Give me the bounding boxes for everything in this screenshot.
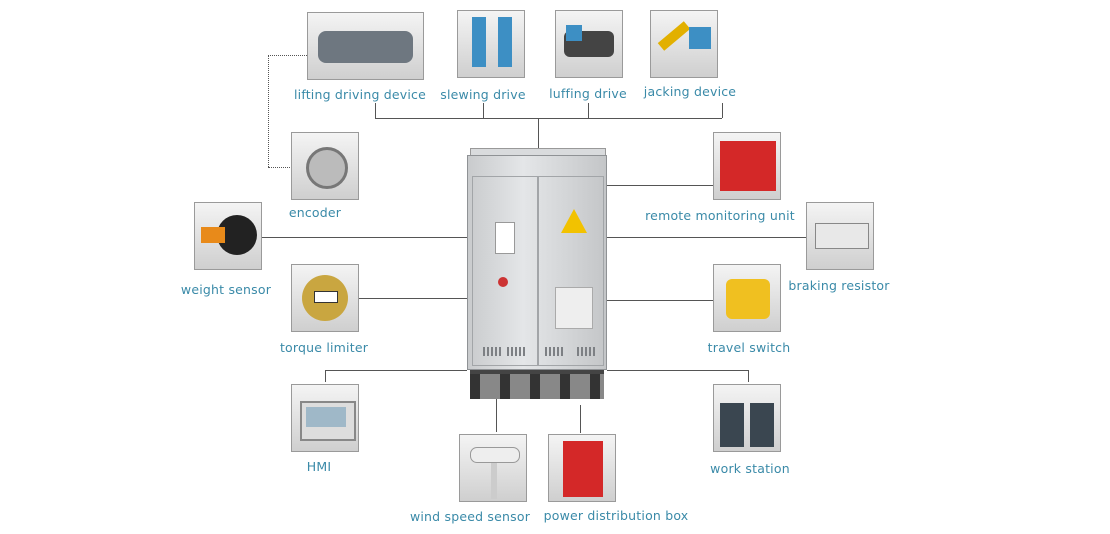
label-power-distribution-box: power distribution box — [543, 508, 689, 523]
vent-icon — [507, 347, 527, 356]
connector — [605, 185, 713, 186]
label-travel-switch: travel switch — [707, 340, 791, 355]
cabinet-base — [470, 370, 604, 399]
connector — [325, 370, 326, 382]
connector — [325, 370, 467, 371]
connector — [483, 103, 484, 118]
connector — [496, 398, 497, 432]
connector — [359, 298, 467, 299]
power-distribution-box-image — [548, 434, 616, 502]
cabinet-left-door — [472, 176, 538, 366]
high-voltage-warning-icon — [561, 209, 587, 233]
label-braking-resistor: braking resistor — [788, 278, 890, 293]
connector — [538, 118, 539, 150]
emergency-stop-icon — [498, 277, 508, 287]
dotted-connector — [268, 55, 269, 167]
wind-speed-sensor-image — [459, 434, 527, 502]
label-encoder: encoder — [288, 205, 342, 220]
weight-sensor-image — [194, 202, 262, 270]
vent-icon — [577, 347, 597, 356]
dotted-connector — [268, 55, 307, 56]
connector — [607, 370, 748, 371]
label-lifting-driving-device: lifting driving device — [293, 87, 427, 102]
label-weight-sensor: weight sensor — [180, 282, 272, 297]
label-torque-limiter: torque limiter — [279, 340, 369, 355]
work-station-image — [713, 384, 781, 452]
dotted-connector — [268, 167, 290, 168]
vent-icon — [483, 347, 503, 356]
connector — [588, 103, 589, 118]
braking-resistor-image — [806, 202, 874, 270]
slewing-drive-image — [457, 10, 525, 78]
connector — [580, 405, 581, 433]
cabinet-right-door — [538, 176, 604, 366]
travel-switch-image — [713, 264, 781, 332]
label-hmi: HMI — [306, 459, 332, 474]
label-slewing-drive: slewing drive — [440, 87, 526, 102]
connector — [722, 103, 723, 118]
remote-monitoring-unit-image — [713, 132, 781, 200]
connector — [375, 118, 722, 119]
connector — [375, 103, 376, 118]
instruction-plate — [555, 287, 593, 329]
encoder-image — [291, 132, 359, 200]
connector — [605, 300, 713, 301]
warning-label-icon — [495, 222, 515, 254]
label-luffing-drive: luffing drive — [549, 86, 627, 101]
control-cabinet — [467, 155, 607, 370]
vent-icon — [545, 347, 565, 356]
label-jacking-device: jacking device — [643, 84, 737, 99]
connector — [262, 237, 467, 238]
label-remote-monitoring-unit: remote monitoring unit — [645, 208, 795, 223]
connector — [748, 370, 749, 382]
torque-limiter-image — [291, 264, 359, 332]
hmi-image — [291, 384, 359, 452]
label-work-station: work station — [710, 461, 790, 476]
lifting-driving-device-image — [307, 12, 424, 80]
label-wind-speed-sensor: wind speed sensor — [409, 509, 531, 524]
connector — [605, 237, 806, 238]
luffing-drive-image — [555, 10, 623, 78]
jacking-device-image — [650, 10, 718, 78]
